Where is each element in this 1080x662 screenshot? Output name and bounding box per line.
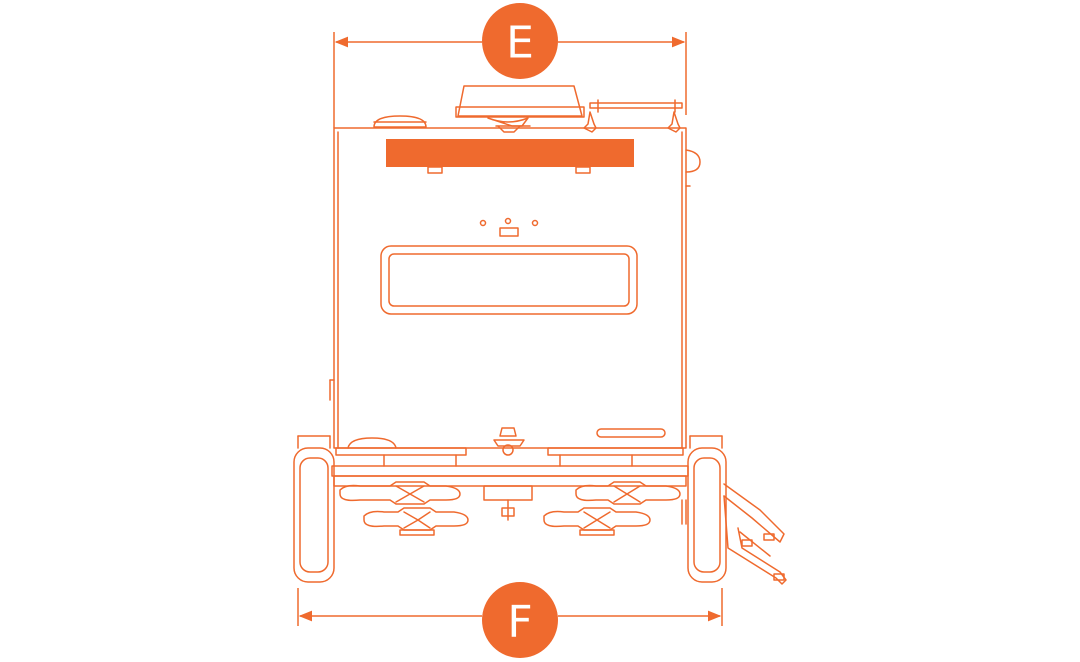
roof-vent — [373, 115, 427, 128]
left-wheel — [293, 435, 335, 583]
door-latch — [499, 227, 519, 237]
right-stabilizers — [543, 481, 687, 536]
dimension-f-label: F — [507, 597, 532, 648]
trailer-outline — [293, 85, 787, 585]
roof-cargo-box — [455, 85, 585, 133]
rear-light-bar — [386, 139, 634, 167]
dimension-e-label: E — [506, 18, 534, 69]
trailer-body — [333, 127, 687, 449]
rear-window — [380, 245, 638, 315]
rear-bumper — [331, 465, 689, 477]
dimension-e: E — [333, 3, 687, 128]
left-stabilizers — [339, 481, 469, 536]
dimension-f-badge — [482, 582, 558, 658]
side-handle — [685, 149, 701, 173]
right-wheel — [687, 435, 727, 583]
roof-rack-bar — [583, 99, 683, 133]
hitch-receiver — [483, 485, 533, 501]
dimension-f: F — [297, 582, 723, 658]
fold-down-step — [723, 483, 787, 585]
dimension-e-badge — [482, 3, 558, 79]
